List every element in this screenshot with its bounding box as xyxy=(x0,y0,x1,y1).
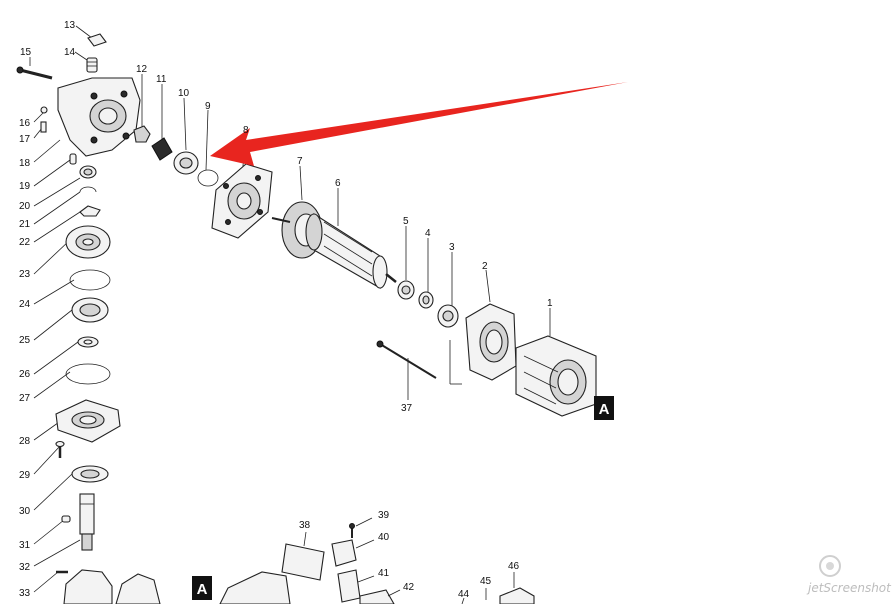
label-46: 46 xyxy=(508,561,520,572)
label-24: 24 xyxy=(19,299,31,310)
callout-a-bottom: A xyxy=(192,576,212,600)
label-10: 10 xyxy=(178,88,190,99)
left-leader-lines xyxy=(29,25,551,593)
label-31: 31 xyxy=(19,540,31,551)
callout-a-bottom-text: A xyxy=(197,581,208,598)
label-20: 20 xyxy=(19,201,31,212)
label-30: 30 xyxy=(19,506,31,517)
label-11: 11 xyxy=(156,74,167,85)
callout-a-right: A xyxy=(594,396,614,420)
label-7: 7 xyxy=(297,156,303,167)
label-23: 23 xyxy=(19,269,31,280)
label-2: 2 xyxy=(482,261,488,272)
label-15: 15 xyxy=(20,47,32,58)
center-axis-parts xyxy=(133,125,597,417)
part-number-labels: 13 14 15 12 11 10 9 8 7 6 5 4 3 2 1 37 1… xyxy=(19,20,553,600)
label-17: 17 xyxy=(19,134,31,145)
label-13: 13 xyxy=(64,20,76,31)
label-8: 8 xyxy=(243,125,249,136)
label-9: 9 xyxy=(205,101,211,112)
label-28: 28 xyxy=(19,436,31,447)
label-12: 12 xyxy=(136,64,148,75)
label-45: 45 xyxy=(480,576,492,587)
label-37: 37 xyxy=(401,403,413,414)
red-pointer-arrow xyxy=(210,82,628,166)
label-18: 18 xyxy=(19,158,31,169)
label-42: 42 xyxy=(403,582,415,593)
label-6: 6 xyxy=(335,178,341,189)
label-5: 5 xyxy=(403,216,409,227)
label-3: 3 xyxy=(449,242,455,253)
watermark-text: jetScreenshot xyxy=(806,581,892,595)
label-39: 39 xyxy=(378,510,390,521)
label-14: 14 xyxy=(64,47,76,58)
label-38: 38 xyxy=(299,520,311,531)
label-29: 29 xyxy=(19,470,31,481)
label-33: 33 xyxy=(19,588,31,599)
label-25: 25 xyxy=(19,335,31,346)
camera-lens-icon xyxy=(819,555,841,577)
label-40: 40 xyxy=(378,532,390,543)
label-41: 41 xyxy=(378,568,390,579)
label-32: 32 xyxy=(19,562,31,573)
left-column-parts xyxy=(16,33,161,604)
label-16: 16 xyxy=(19,118,31,129)
watermark: jetScreenshot xyxy=(806,555,892,595)
label-4: 4 xyxy=(425,228,431,239)
label-19: 19 xyxy=(19,181,31,192)
label-21: 21 xyxy=(19,219,31,230)
callout-a-right-text: A xyxy=(599,401,610,418)
label-27: 27 xyxy=(19,393,31,404)
bottom-parts xyxy=(219,517,535,604)
label-22: 22 xyxy=(19,237,31,248)
label-1: 1 xyxy=(547,298,553,309)
label-44: 44 xyxy=(458,589,470,600)
label-26: 26 xyxy=(19,369,31,380)
